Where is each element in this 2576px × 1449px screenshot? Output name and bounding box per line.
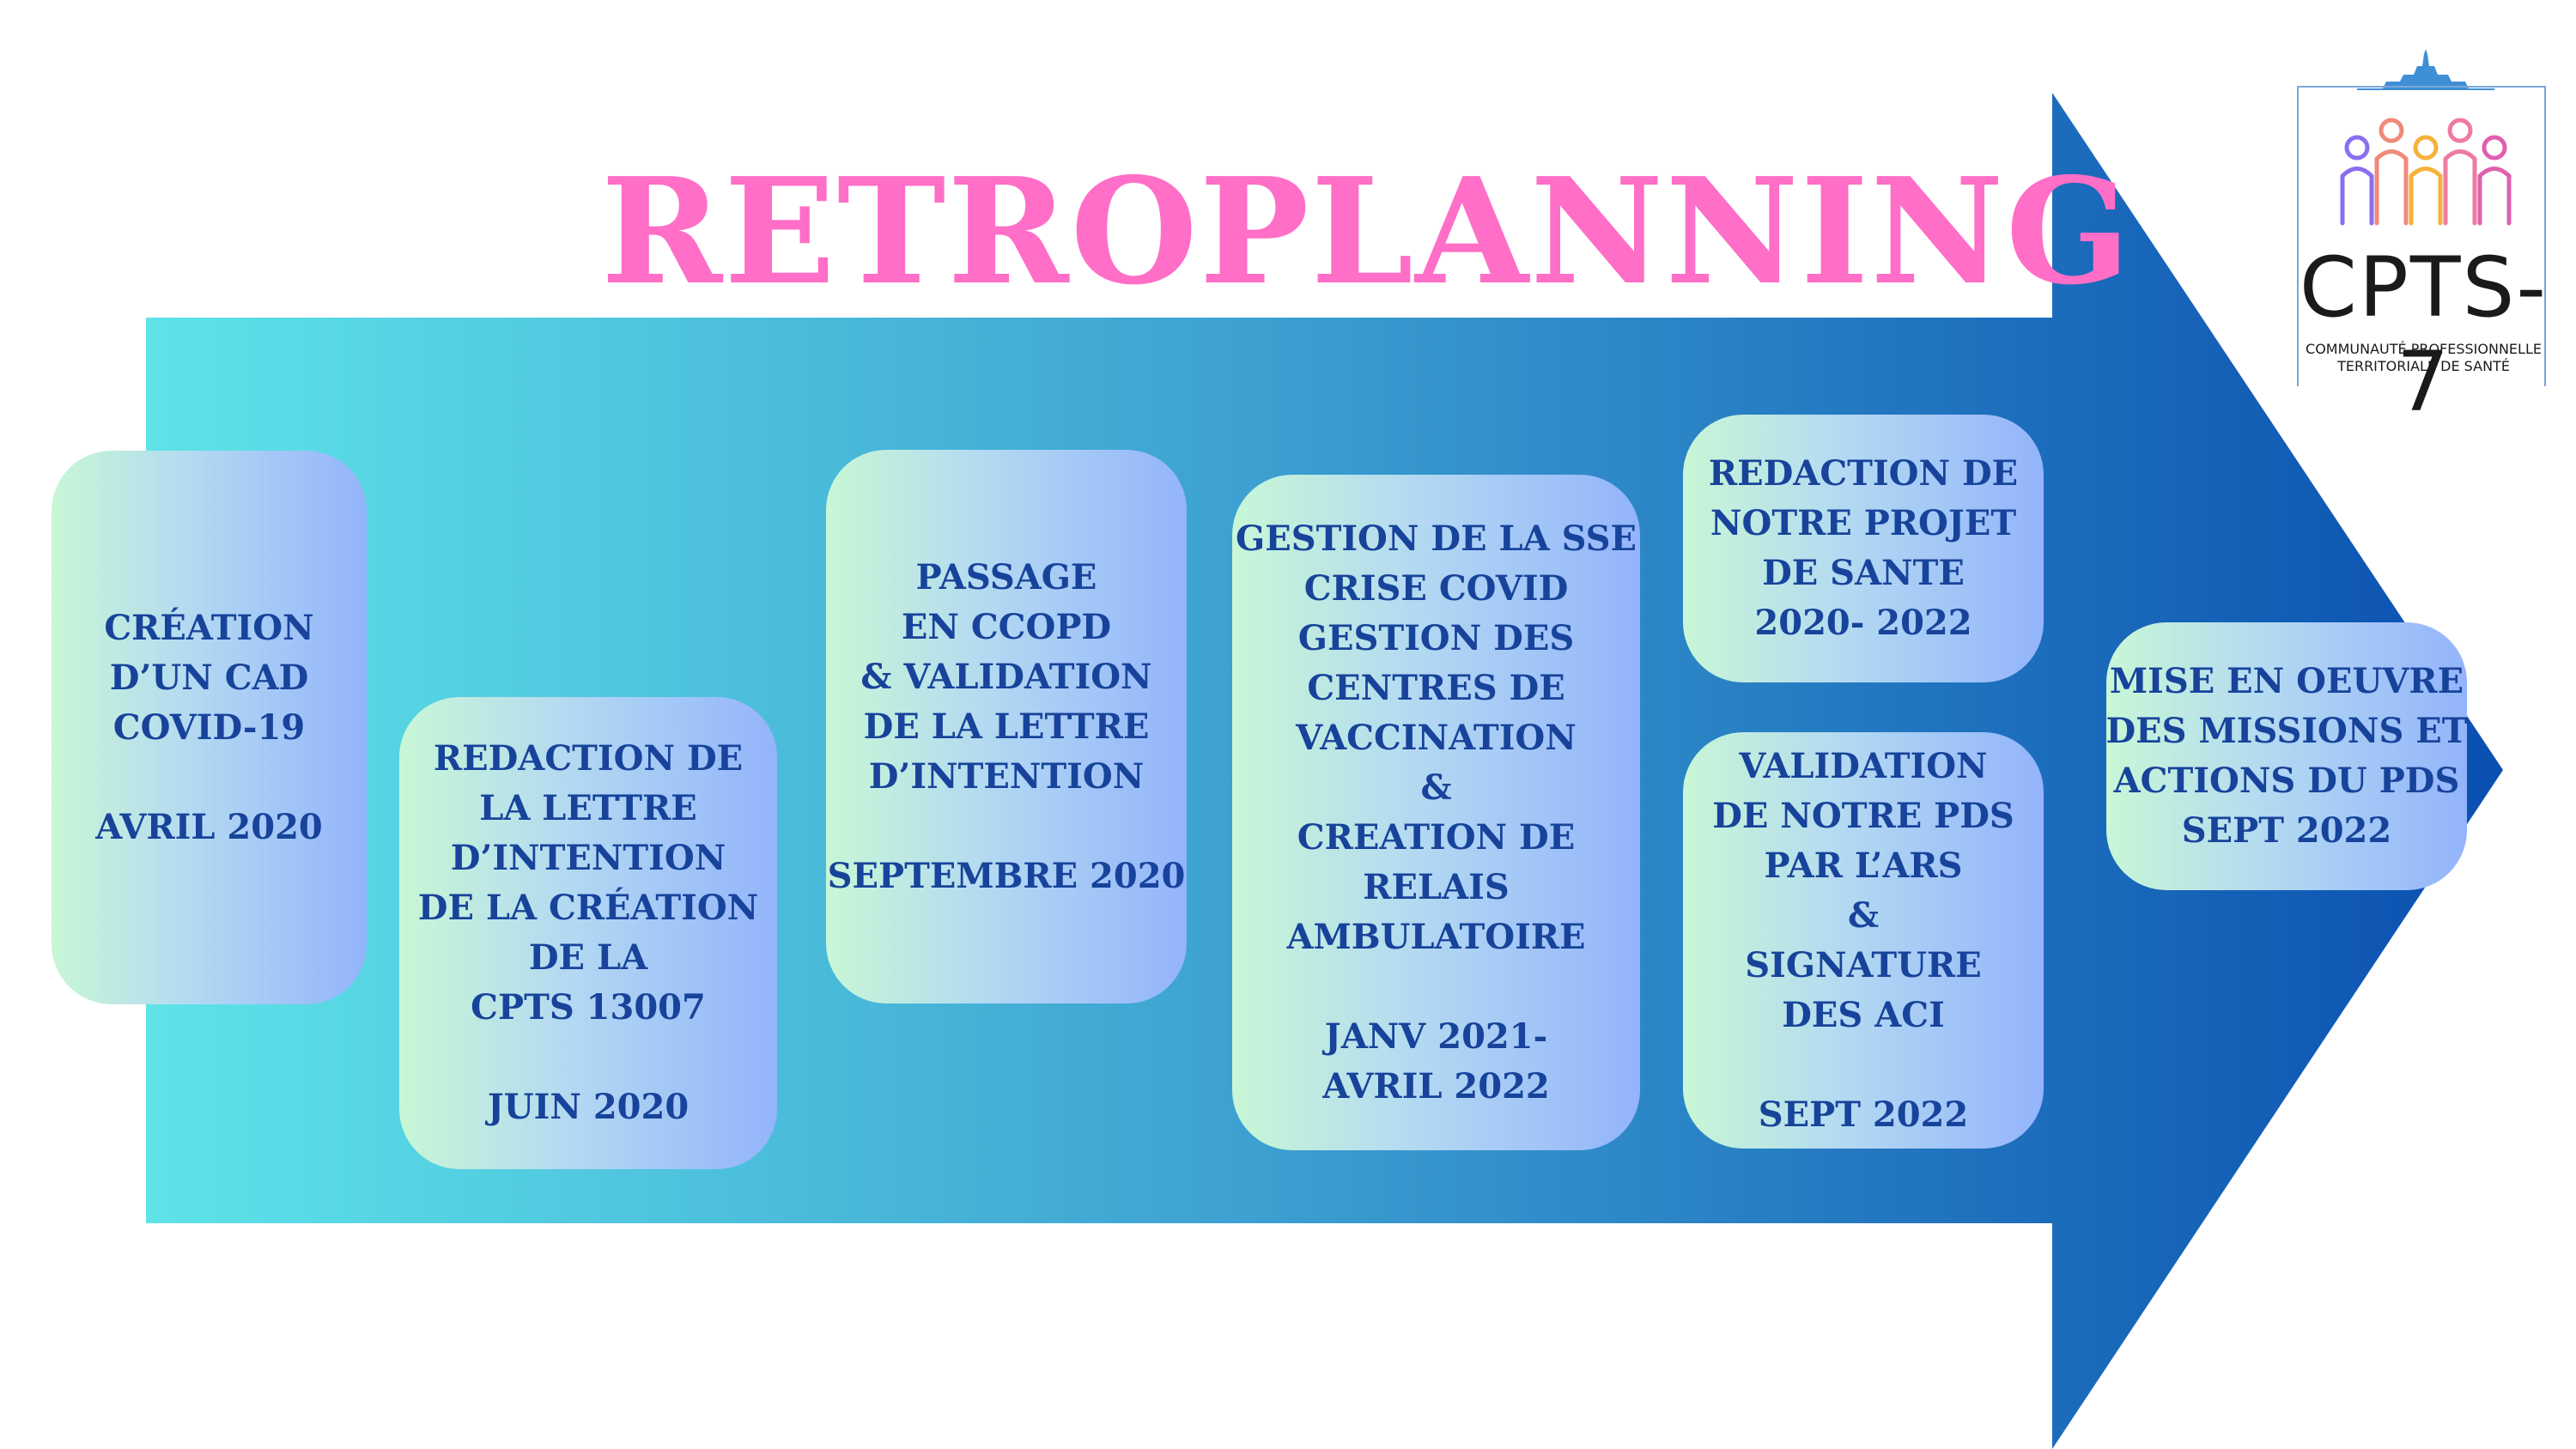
people-group-icon: [2340, 118, 2512, 226]
milestone-line: REDACTION DE: [1708, 453, 2019, 494]
milestone-card: GESTION DE LA SSE CRISE COVID GESTION DES C…: [1232, 475, 1640, 1150]
milestone-line: AMBULATOIRE: [1286, 916, 1586, 957]
cpts-logo: CPTS-7 COMMUNAUTÉ PROFESSIONNELLE TERRIT…: [2297, 47, 2550, 429]
milestone-card: REDACTION DE NOTRE PROJET DE SANTE 2020- 20…: [1683, 415, 2044, 682]
milestone-line: & VALIDATION: [860, 656, 1152, 697]
milestone-line: AVRIL 2020: [95, 806, 323, 847]
milestone-line: DE LA LETTRE: [863, 706, 1150, 747]
milestone-line: CRISE COVID: [1303, 567, 1569, 609]
milestone-line: CENTRES DE: [1307, 667, 1565, 708]
milestone-card: MISE EN OEUVRE DES MISSIONS ET ACTIONS DU …: [2105, 622, 2468, 890]
milestone-line: VACCINATION: [1296, 717, 1577, 758]
milestone-line: D’UN CAD: [109, 657, 309, 698]
logo-subtitle: COMMUNAUTÉ PROFESSIONNELLE TERRITORIALE …: [2297, 341, 2550, 375]
milestone-line: D’INTENTION: [450, 838, 726, 878]
milestone-card: REDACTION DE LA LETTRE D’INTENTION DE LA CR…: [399, 697, 777, 1169]
basilica-skyline-icon: [2357, 49, 2494, 90]
logo-subtitle-line: COMMUNAUTÉ PROFESSIONNELLE: [2306, 341, 2542, 357]
milestone-line: EN CCOPD: [901, 606, 1112, 647]
milestone-line: MISE EN OEUVRE: [2109, 661, 2464, 701]
milestone-line: &: [1847, 894, 1880, 936]
milestone-line: JUIN 2020: [487, 1087, 690, 1127]
milestone-line: PASSAGE: [915, 556, 1097, 597]
milestone-line: CRÉATION: [104, 607, 314, 648]
milestone-line: LA LETTRE: [479, 788, 697, 828]
milestone-card: VALIDATION DE NOTRE PDS PAR L’ARS & SIGNATUR…: [1683, 732, 2044, 1149]
milestone-line: AVRIL 2022: [1322, 1065, 1550, 1106]
milestone-line: JANV 2021-: [1324, 1016, 1548, 1057]
milestone-line: DE LA CRÉATION: [417, 888, 759, 928]
milestone-line: CREATION DE: [1297, 816, 1576, 858]
milestone-line: REDACTION DE: [433, 738, 744, 779]
logo-frame: [2297, 86, 2546, 386]
logo-name: CPTS-7: [2299, 239, 2549, 430]
milestone-line: DES ACI: [1782, 994, 1945, 1035]
milestone-line: ACTIONS DU PDS: [2113, 761, 2460, 801]
milestone-line: DE LA: [528, 937, 648, 978]
logo-subtitle-line: TERRITORIALE DE SANTÉ: [2337, 358, 2510, 374]
milestone-line: SEPTEMBRE 2020: [827, 855, 1186, 896]
milestone-line: D’INTENTION: [868, 755, 1145, 797]
milestone-card: PASSAGE EN CCOPD & VALIDATION DE LA LETTRE D…: [826, 450, 1187, 1003]
milestone-line: SEPT 2022: [1758, 1094, 1969, 1135]
milestone-line: 2020- 2022: [1754, 603, 1972, 643]
milestone-line: GESTION DES: [1297, 617, 1575, 658]
page-title: RETROPLANNING: [601, 146, 2132, 318]
milestone-line: SIGNATURE: [1745, 944, 1982, 985]
milestone-line: NOTRE PROJET: [1710, 503, 2017, 543]
milestone-line: COVID-19: [112, 706, 306, 748]
milestone-line: DE SANTE: [1762, 553, 1965, 593]
milestone-line: RELAIS: [1363, 866, 1510, 907]
milestone-line: PAR L’ARS: [1764, 845, 1963, 886]
milestone-line: CPTS 13007: [471, 987, 706, 1028]
milestone-line: &: [1420, 767, 1452, 808]
milestone-line: SEPT 2022: [2181, 810, 2392, 851]
milestone-line: DES MISSIONS ET: [2105, 711, 2468, 751]
milestone-line: DE NOTRE PDS: [1712, 795, 2014, 836]
milestone-line: VALIDATION: [1739, 745, 1988, 786]
milestone-line: GESTION DE LA SSE: [1236, 518, 1637, 559]
